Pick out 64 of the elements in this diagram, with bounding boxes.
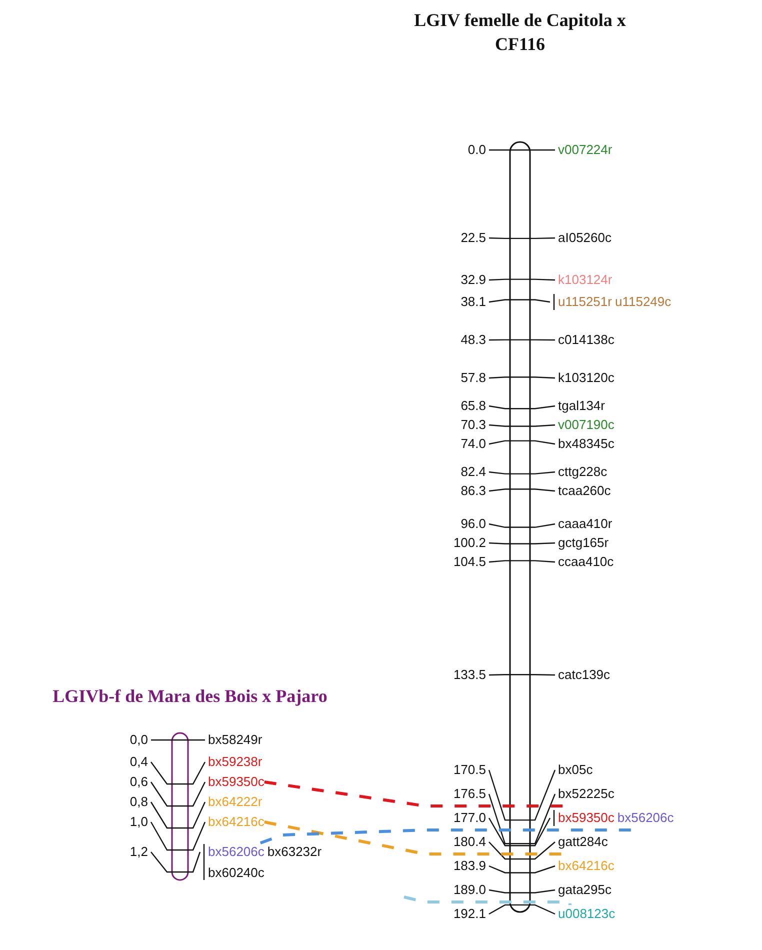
marker-name: tcaa260c — [558, 482, 611, 500]
marker-name: ccaa410c — [558, 553, 614, 571]
marker-name: aI05260c — [558, 229, 612, 247]
dashed-connector — [404, 896, 572, 905]
marker-name: tgal134r — [558, 397, 605, 415]
marker-name: bx59238r — [208, 753, 262, 771]
position-value: 1,2 — [128, 843, 148, 861]
position-value: 0,4 — [128, 753, 148, 771]
position-value: 0,8 — [128, 793, 148, 811]
position-value: 96.0 — [460, 515, 486, 533]
position-value: 100.2 — [452, 534, 486, 552]
position-value: 104.5 — [452, 553, 486, 571]
position-value: 38.1 — [460, 293, 486, 311]
map-title: LGIVb-f de Mara des Bois x Pajaro — [52, 685, 328, 708]
marker-name: gatt284c — [558, 833, 608, 851]
position-value: 176.5 — [452, 785, 486, 803]
marker-name: k103124r — [558, 271, 612, 289]
position-value: 192.1 — [452, 905, 486, 923]
position-value: 86.3 — [460, 482, 486, 500]
marker-name: c014138c — [558, 331, 614, 349]
position-value: 0,6 — [128, 773, 148, 791]
marker-name: gata295c — [558, 881, 612, 899]
position-value: 82.4 — [460, 463, 486, 481]
position-value: 22.5 — [460, 229, 486, 247]
marker-name: caaa410r — [558, 515, 612, 533]
position-value: 189.0 — [452, 881, 486, 899]
marker-name: bx59350c — [208, 773, 264, 791]
marker-name: bx56206c — [208, 843, 264, 861]
marker-name: u115251r — [558, 293, 612, 311]
position-value: 180.4 — [452, 833, 486, 851]
marker-name: bx05c — [558, 761, 593, 779]
marker-name: k103120c — [558, 369, 614, 387]
marker-name: bx52225c — [558, 785, 614, 803]
position-value: 183.9 — [452, 857, 486, 875]
marker-name: cttg228c — [558, 463, 608, 481]
marker-name: u115249c — [614, 293, 672, 311]
position-value: 1,0 — [128, 813, 148, 831]
position-value: 0,0 — [128, 731, 148, 749]
position-value: 57.8 — [460, 369, 486, 387]
map-title: LGIV femelle de Capitola x CF116 — [413, 9, 627, 56]
marker-name: catc139c — [558, 666, 610, 684]
position-value: 170.5 — [452, 761, 486, 779]
marker-name: u008123c — [558, 905, 616, 923]
position-value: 70.3 — [460, 416, 486, 434]
marker-name: bx64222r — [208, 793, 262, 811]
marker-name: bx58249r — [208, 731, 262, 749]
position-value: 48.3 — [460, 331, 486, 349]
position-value: 0.0 — [466, 141, 486, 159]
marker-name: bx64216c — [208, 813, 264, 831]
position-value: 65.8 — [460, 397, 486, 415]
dashed-connector — [260, 826, 631, 844]
marker-name: bx56206c — [617, 809, 674, 827]
marker-name: bx63232r — [267, 843, 322, 861]
position-value: 74.0 — [460, 435, 486, 453]
position-value: 177.0 — [452, 809, 486, 827]
marker-name: v007224r — [558, 141, 612, 159]
position-value: 133.5 — [452, 666, 486, 684]
marker-name: bx48345c — [558, 435, 614, 453]
marker-name: gctg165r — [558, 534, 609, 552]
marker-name: bx60240c — [208, 864, 264, 882]
marker-name: bx64216c — [558, 857, 614, 875]
position-value: 32.9 — [460, 271, 486, 289]
marker-name: v007190c — [558, 416, 614, 434]
marker-name: bx59350c — [558, 809, 614, 827]
